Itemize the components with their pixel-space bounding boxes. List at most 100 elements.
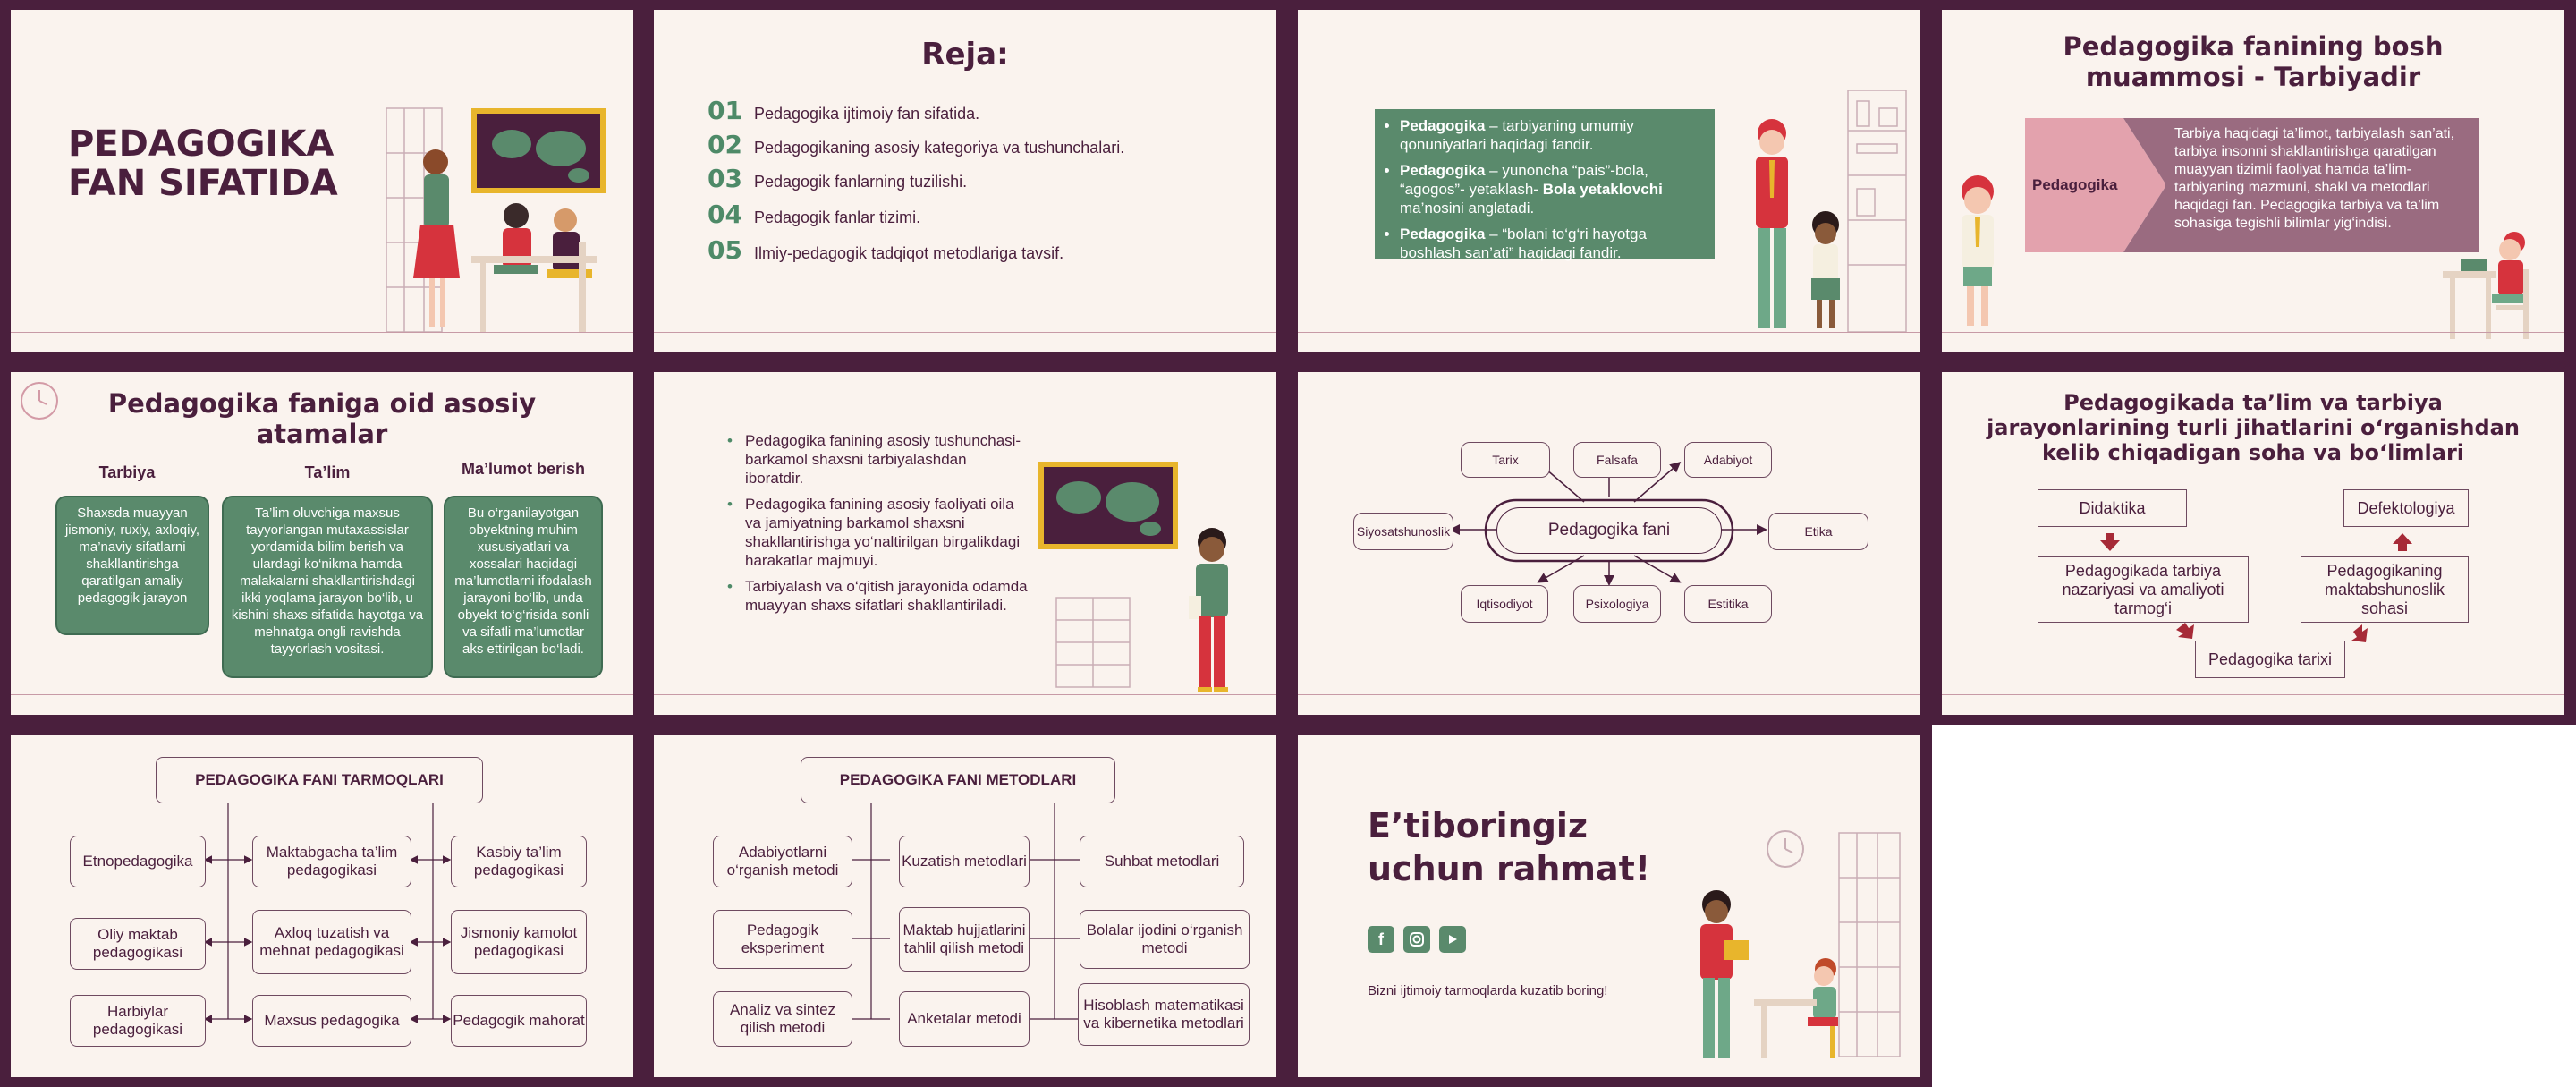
slide-8-title-line1: Pedagogikada ta’lim va tarbiya	[2063, 390, 2443, 415]
slide-8-title-line2: jarayonlarining turli jihatlarini o‘rgan…	[1987, 415, 2520, 440]
boy-illustration	[1962, 175, 1994, 326]
slide-baseline	[1298, 694, 1920, 695]
node-iqtisodiyot: Iqtisodiyot	[1461, 585, 1548, 623]
slide-baseline	[11, 694, 633, 695]
social-note: Bizni ijtimoiy tarmoqlarda kuzatib borin…	[1368, 983, 1608, 998]
def-2-end: ma’nosini anglatadi.	[1400, 200, 1535, 217]
box-tarbiya-nazariyasi: Pedagogikada tarbiya nazariyasi va amali…	[2038, 556, 2249, 623]
concept-bullets: •Pedagogika fanining asosiy tushunchasi-…	[727, 432, 1028, 614]
slide-1-title-line2: FAN SIFATIDA	[68, 163, 338, 204]
slide-1-title-line1: PEDAGOGIKA	[68, 123, 335, 165]
center-pedagogika-fani: Pedagogika fani	[1496, 507, 1722, 554]
node-estitika: Estitika	[1684, 585, 1772, 623]
slide-3-definitions[interactable]: Pedagogika – tarbiyaning umumiy qonuniya…	[1298, 10, 1920, 352]
concept-2: Pedagogika fanining asosiy faoliyati oil…	[745, 496, 1021, 569]
method-right-1: Suhbat metodlari	[1080, 836, 1244, 887]
slide-8-branches[interactable]: Pedagogikada ta’lim va tarbiya jarayonla…	[1942, 372, 2564, 715]
slide-1-title[interactable]: PEDAGOGIKA FAN SIFATIDA	[11, 10, 633, 352]
node-siyosatshunoslik: Siyosatshunoslik	[1353, 513, 1453, 550]
method-right-2: Bolalar ijodini o‘rganish metodi	[1080, 910, 1250, 969]
slide-2-title: Reja:	[921, 37, 1009, 72]
slide-4-title-line2: muammosi - Tarbiyadir	[2085, 62, 2421, 92]
methods-title: PEDAGOGIKA FANI METODLARI	[801, 757, 1115, 803]
method-left-3: Analiz va sintez qilish metodi	[713, 991, 852, 1047]
slide-11-thanks[interactable]: E’tiboringiz uchun rahmat! f Bizni ijtim…	[1298, 735, 1920, 1077]
pedagogika-label: Pedagogika	[2025, 118, 2123, 252]
slide-5-title-line2: atamalar	[256, 419, 388, 449]
pedagogika-description: Tarbiya haqidagi ta’limot, tarbiyalash s…	[2165, 118, 2479, 252]
slide-7-related-sciences[interactable]: Pedagogika fani Tarix Falsafa Adabiyot S…	[1298, 372, 1920, 715]
node-psixologiya: Psixologiya	[1573, 585, 1661, 623]
plan-number: 03	[708, 164, 742, 193]
branch-mid-3: Maxsus pedagogika	[252, 995, 411, 1047]
method-right-3: Hisoblash matematikasi va kibernetika me…	[1078, 983, 1250, 1046]
method-mid-3: Anketalar metodi	[899, 991, 1030, 1047]
map-boy-illustration	[1038, 462, 1228, 692]
plan-text: Pedagogik fanlarning tuzilishi.	[754, 173, 968, 191]
girl-desk-illustration	[2443, 232, 2529, 339]
slide-10-methods-tree[interactable]: PEDAGOGIKA FANI METODLARI Adabiyotlarni …	[654, 735, 1276, 1077]
thanks-line1: E’tiboringiz	[1368, 806, 1589, 845]
youtube-icon[interactable]	[1439, 926, 1466, 953]
node-etika: Etika	[1768, 513, 1868, 550]
def-3-text: – “bolani to‘g‘ri hayotga boshlash san’a…	[1400, 225, 1647, 261]
facebook-icon[interactable]: f	[1368, 926, 1394, 953]
slide-baseline	[654, 332, 1276, 333]
slide-2-plan[interactable]: Reja: 01 Pedagogika ijtimoiy fan sifatida…	[654, 10, 1276, 352]
plan-text: Pedagogikaning asosiy kategoriya va tush…	[754, 139, 1125, 157]
branch-arrows	[2100, 533, 2412, 642]
term-head-talim: Ta’lim	[304, 463, 351, 481]
slide-9-branches-tree[interactable]: PEDAGOGIKA FANI TARMOQLARI Etnopedagogik…	[11, 735, 633, 1077]
def-2-bold2: Bola yetaklovchi	[1542, 181, 1663, 198]
clock-icon	[21, 382, 58, 420]
plan-text: Pedagogika ijtimoiy fan sifatida.	[754, 105, 980, 123]
branch-mid-1: Maktabgacha ta’lim pedagogikasi	[252, 836, 411, 887]
branch-right-2: Jismoniy kamolot pedagogikasi	[451, 910, 587, 974]
node-adabiyot: Adabiyot	[1684, 442, 1772, 478]
slide-baseline	[1942, 694, 2564, 695]
plan-text: Pedagogik fanlar tizimi.	[754, 208, 921, 226]
plan-number: 05	[708, 235, 742, 265]
slide-baseline	[11, 332, 633, 333]
plan-number: 02	[708, 130, 742, 159]
term-head-malumot: Ma’lumot berish	[461, 460, 585, 478]
method-left-2: Pedagogik eksperiment	[713, 910, 852, 969]
tree-lines	[203, 803, 452, 1023]
slide-baseline	[654, 694, 1276, 695]
term-body-malumot: Bu o‘rganilayotgan obyektning muhim xusu…	[444, 496, 603, 678]
slide-baseline	[1298, 332, 1920, 333]
children-bookshelf-illustration	[1756, 90, 1907, 333]
branch-right-3: Pedagogik mahorat	[451, 995, 587, 1047]
plan-item-3: 03 Pedagogik fanlarning tuzilishi.	[708, 164, 967, 193]
methods-tree-lines	[852, 803, 1080, 1020]
plan-number: 04	[708, 200, 742, 229]
def-1-bold: Pedagogika	[1400, 117, 1486, 134]
plan-item-1: 01 Pedagogika ijtimoiy fan sifatida.	[708, 96, 979, 125]
instagram-icon[interactable]	[1403, 926, 1430, 953]
slide-5-terms[interactable]: Pedagogika faniga oid asosiy atamalar Ta…	[11, 372, 633, 715]
slide-4-title-line1: Pedagogika fanining bosh	[2063, 31, 2444, 62]
def-2-text: – yunoncha “pais”-bola, “agogos”- yetakl…	[1400, 162, 1648, 198]
branch-left-2: Oliy maktab pedagogikasi	[70, 918, 206, 970]
slide-5-title-line1: Pedagogika faniga oid asosiy	[107, 388, 537, 419]
branch-right-1: Kasbiy ta’lim pedagogikasi	[451, 836, 587, 887]
arrow-shape	[2123, 118, 2166, 252]
box-defektologiya: Defektologiya	[2343, 489, 2469, 527]
node-falsafa: Falsafa	[1573, 442, 1661, 478]
plan-number: 01	[708, 96, 742, 125]
concept-1: Pedagogika fanining asosiy tushunchasi- …	[745, 432, 1021, 487]
box-pedagogika-tarixi: Pedagogika tarixi	[2195, 641, 2345, 678]
slide-6-concepts[interactable]: •Pedagogika fanining asosiy tushunchasi-…	[654, 372, 1276, 715]
def-2-bold: Pedagogika	[1400, 162, 1486, 179]
term-body-talim: Ta’lim oluvchiga maxsus tayyorlangan mut…	[222, 496, 433, 678]
slide-baseline	[1942, 332, 2564, 333]
method-mid-2: Maktab hujjatlarini tahlil qilish metodi	[899, 907, 1030, 972]
slide-8-title-line3: kelib chiqadigan soha va bo‘limlari	[2041, 440, 2465, 465]
def-3-bold: Pedagogika	[1400, 225, 1486, 242]
branch-mid-2: Axloq tuzatish va mehnat pedagogikasi	[252, 910, 411, 974]
concept-3: Tarbiyalash va o‘qitish jarayonida odamd…	[745, 578, 1028, 614]
slide-4-main-problem[interactable]: Pedagogika fanining bosh muammosi - Tarb…	[1942, 10, 2564, 352]
method-mid-1: Kuzatish metodlari	[899, 836, 1030, 887]
